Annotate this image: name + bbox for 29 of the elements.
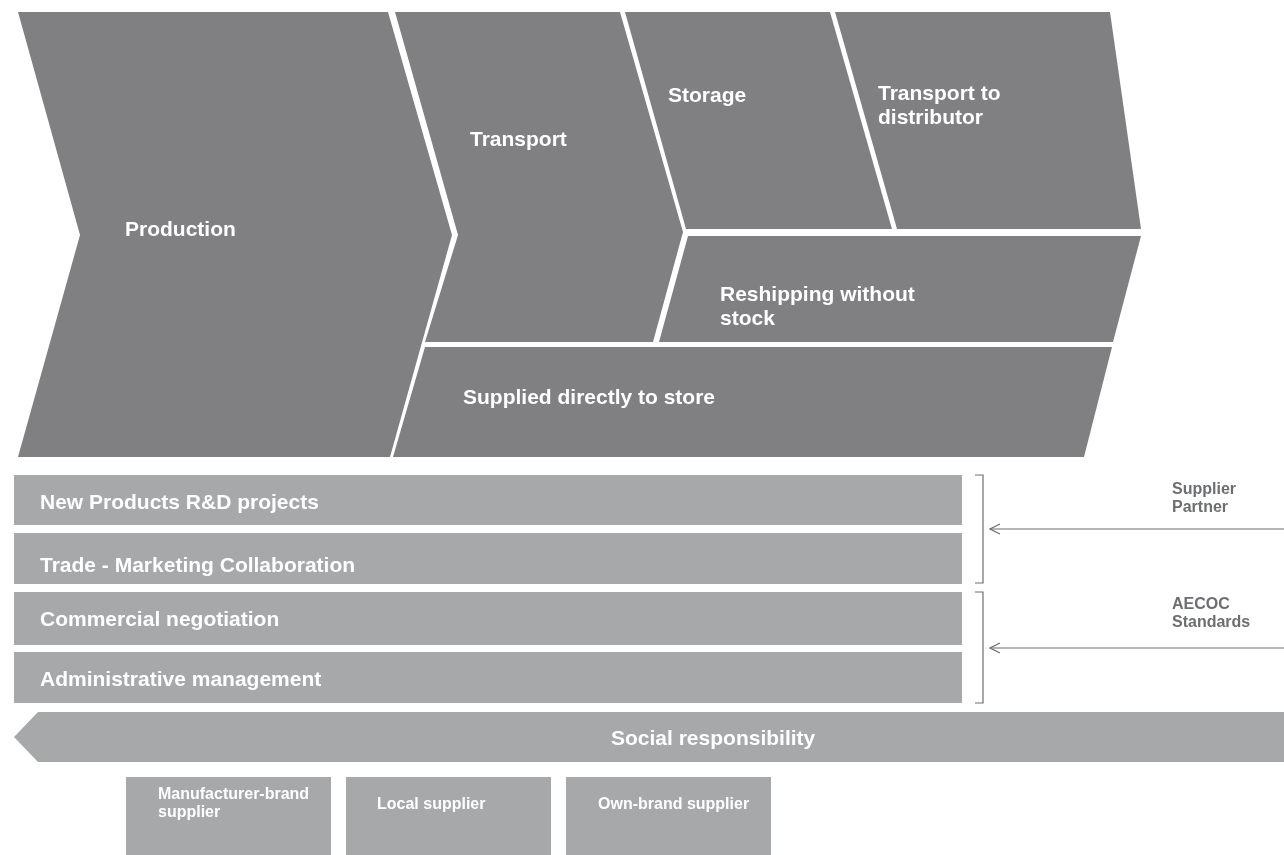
supplier-box xyxy=(346,777,551,855)
stage-label: Production xyxy=(125,217,236,242)
stage-label: Storage xyxy=(668,83,747,108)
arrow-band xyxy=(14,712,1284,762)
process-bar xyxy=(14,533,962,584)
supplier-box xyxy=(566,777,771,855)
stage-label: Social responsibility xyxy=(611,726,816,751)
stage-label: New Products R&D projects xyxy=(40,490,319,515)
stage-label: Reshipping without stock xyxy=(720,282,916,331)
stage-shape xyxy=(393,347,1112,457)
process-bar xyxy=(14,592,962,645)
stage-label: Transport xyxy=(470,127,567,152)
stage-label: Administrative management xyxy=(40,667,322,692)
process-bar xyxy=(14,475,962,525)
stage-shape xyxy=(659,236,1141,342)
side-label: AECOC Standards xyxy=(1160,595,1284,641)
stage-label: Manufacturer-brand supplier xyxy=(158,785,311,822)
stage-shape xyxy=(835,12,1141,229)
arrow xyxy=(989,642,1284,654)
stage-label: Own-brand supplier xyxy=(598,795,750,814)
side-label: Supplier Partner xyxy=(1160,480,1284,526)
stage-label: Local supplier xyxy=(377,795,486,814)
stage-label: Trade - Marketing Collaboration xyxy=(40,553,356,578)
stage-label: Transport to distributor xyxy=(878,81,1002,130)
arrow xyxy=(989,523,1284,535)
stage-label: Supplied directly to store xyxy=(463,385,716,410)
supplier-box xyxy=(126,777,331,855)
process-bar xyxy=(14,652,962,703)
stage-label: Commercial negotiation xyxy=(40,607,280,632)
